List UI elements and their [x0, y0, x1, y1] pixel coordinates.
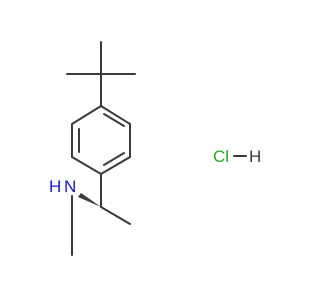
ring-bond-4 [71, 156, 102, 175]
ring-bond-6 [71, 105, 102, 125]
stereocenter-methyl-bond [100, 206, 131, 225]
structure-canvas: H N Cl H [49, 41, 261, 256]
amine-hydrogen-label: H [49, 177, 61, 196]
chlorine-atom-label: Cl [213, 147, 229, 166]
ring-bond-3 [100, 156, 131, 175]
chemical-structure-diagram: H N Cl H [49, 41, 261, 256]
ring-bond-1 [100, 105, 131, 125]
wedge-stereo-bond [78, 193, 101, 207]
ring-inner-double-bond-b [103, 152, 125, 166]
ring-inner-double-bond-a [103, 113, 125, 127]
salt-hydrogen-label: H [249, 147, 261, 166]
nitrogen-atom-label: N [64, 177, 76, 196]
